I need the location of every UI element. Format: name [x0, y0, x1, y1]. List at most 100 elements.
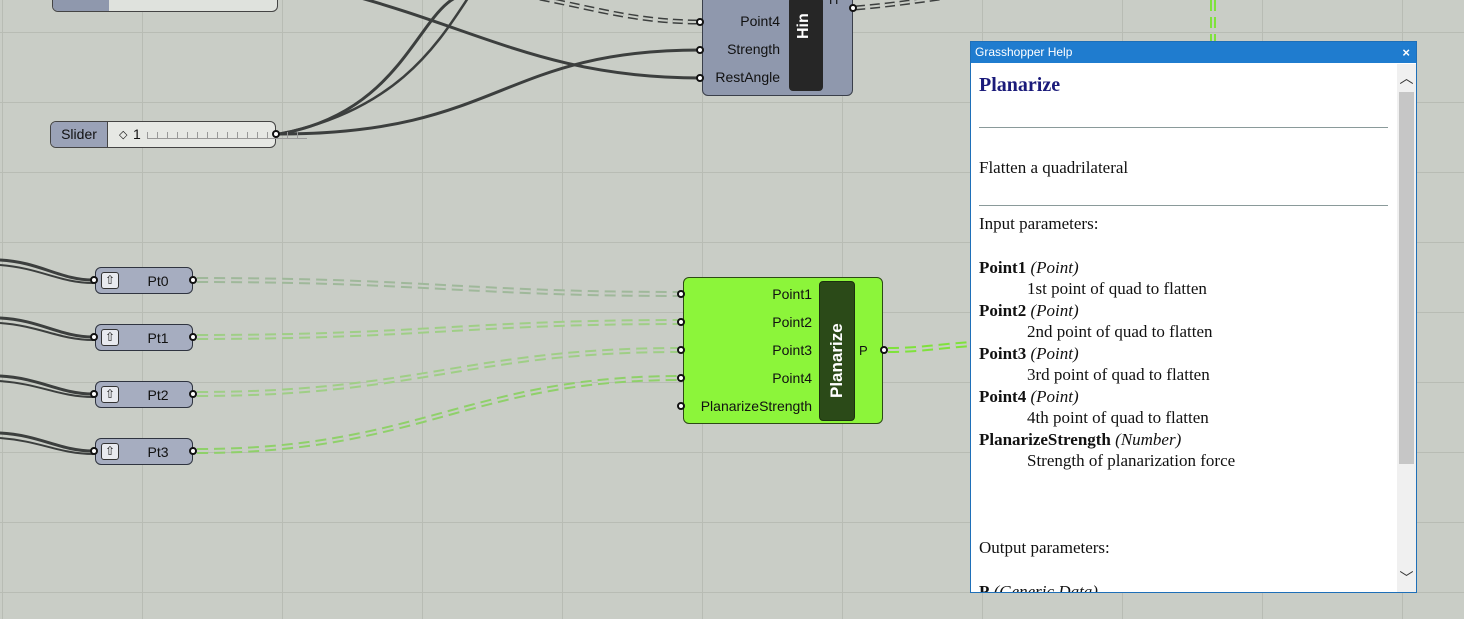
pt1-input-port[interactable] — [90, 333, 98, 341]
param-pt2-label: Pt2 — [147, 387, 169, 403]
hinge-component[interactable]: Point4 Strength RestAngle Hin H — [702, 0, 853, 96]
wire-dashed-point4-inner — [544, 0, 701, 23]
hinge-output-h: H — [829, 0, 838, 7]
planarize-title-bar — [819, 281, 855, 421]
hinge-title-bar — [789, 0, 823, 91]
help-description: Flatten a quadrilateral — [979, 158, 1129, 177]
planarize-input-point4: Point4 — [772, 370, 812, 386]
slider-top-partial[interactable] — [52, 0, 278, 12]
help-titlebar[interactable]: Grasshopper Help × — [971, 42, 1416, 63]
point-param-icon: ⇧ — [101, 386, 119, 403]
input-params-title: Input parameters: — [979, 214, 1099, 233]
output-params-title: Output parameters: — [979, 538, 1110, 557]
param-name: Point2 — [979, 301, 1027, 320]
param-type: (Generic Data) — [993, 582, 1098, 592]
param-name: P — [979, 582, 990, 592]
hinge-input-point4: Point4 — [740, 13, 780, 29]
planarize-input-strength: PlanarizeStrength — [700, 398, 812, 414]
planarize-port-strength[interactable] — [677, 402, 685, 410]
pt2-input-port[interactable] — [90, 390, 98, 398]
planarize-input-point2: Point2 — [772, 314, 812, 330]
wire-dashed-h-inner — [854, 0, 933, 9]
wire-in-pt2b — [0, 380, 94, 398]
pt0-input-port[interactable] — [90, 276, 98, 284]
param-pt0-label: Pt0 — [147, 273, 169, 289]
input-param-point3-desc: 3rd point of quad to flatten — [1027, 365, 1210, 384]
slider-top-cap — [53, 0, 109, 11]
wire-dashed-h — [854, 0, 941, 11]
help-window[interactable]: Grasshopper Help × Planarize Flatten a q… — [970, 41, 1417, 593]
hinge-input-restangle: RestAngle — [715, 69, 780, 85]
hinge-input-strength: Strength — [727, 41, 780, 57]
pt1-output-port[interactable] — [189, 333, 197, 341]
scrollbar-thumb[interactable] — [1399, 92, 1414, 464]
help-heading: Planarize — [979, 74, 1061, 96]
help-content: Planarize Flatten a quadrilateral Input … — [979, 64, 1389, 592]
pt3-output-port[interactable] — [189, 447, 197, 455]
close-icon[interactable]: × — [1402, 45, 1410, 60]
wire-top-strength — [278, 0, 469, 136]
number-slider[interactable]: Slider ◇ 1 — [50, 121, 307, 148]
planarize-component[interactable]: Point1 Point2 Point3 Point4 PlanarizeStr… — [683, 277, 883, 424]
param-type: (Point) — [1030, 344, 1079, 363]
input-param-point2: Point2 (Point) — [979, 301, 1079, 321]
input-param-point2-desc: 2nd point of quad to flatten — [1027, 322, 1213, 341]
wire-in-pt1 — [0, 316, 94, 339]
input-param-point4-desc: 4th point of quad to flatten — [1027, 408, 1209, 427]
planarize-port-point4[interactable] — [677, 374, 685, 382]
slider-label: Slider — [51, 122, 108, 147]
param-name: Point3 — [979, 344, 1027, 363]
param-type: (Point) — [1030, 301, 1079, 320]
param-name: PlanarizeStrength — [979, 430, 1111, 449]
planarize-input-point3: Point3 — [772, 342, 812, 358]
planarize-port-point2[interactable] — [677, 318, 685, 326]
input-param-point4: Point4 (Point) — [979, 387, 1079, 407]
planarize-input-point1: Point1 — [772, 286, 812, 302]
hinge-port-point4[interactable] — [696, 18, 704, 26]
param-pt1[interactable]: ⇧ Pt1 — [95, 324, 193, 351]
param-name: Point4 — [979, 387, 1027, 406]
pt3-input-port[interactable] — [90, 447, 98, 455]
wire-pt3-point4-core — [196, 377, 681, 452]
planarize-output-p: P — [859, 343, 868, 358]
pt0-output-port[interactable] — [189, 276, 197, 284]
wire-p-out-core — [887, 343, 973, 351]
wire-pt1-point2-core — [196, 321, 681, 338]
planarize-port-point1[interactable] — [677, 290, 685, 298]
input-param-strength: PlanarizeStrength (Number) — [979, 430, 1181, 450]
wire-pt3-point4 — [196, 375, 681, 454]
param-pt3[interactable]: ⇧ Pt3 — [95, 438, 193, 465]
param-pt0[interactable]: ⇧ Pt0 — [95, 267, 193, 294]
input-param-point1-desc: 1st point of quad to flatten — [1027, 279, 1207, 298]
hinge-port-strength[interactable] — [696, 46, 704, 54]
slider-track[interactable] — [147, 132, 307, 139]
divider — [979, 205, 1388, 206]
planarize-port-p[interactable] — [880, 346, 888, 354]
slider-grip-icon[interactable]: ◇ — [119, 129, 128, 141]
pt2-output-port[interactable] — [189, 390, 197, 398]
hinge-port-h[interactable] — [849, 4, 857, 12]
param-type: (Number) — [1115, 430, 1182, 449]
chevron-up-icon[interactable]: ︿ — [1399, 70, 1414, 86]
input-param-point3: Point3 (Point) — [979, 344, 1079, 364]
wire-slider-strength — [278, 48, 701, 136]
wire-in-pt0b — [0, 264, 94, 284]
slider-output-port[interactable] — [272, 130, 280, 138]
wire-in-pt0 — [0, 258, 94, 282]
hinge-port-restangle[interactable] — [696, 74, 704, 82]
param-pt3-label: Pt3 — [147, 444, 169, 460]
chevron-down-icon[interactable]: ﹀ — [1399, 570, 1414, 586]
input-param-point1: Point1 (Point) — [979, 258, 1079, 278]
wire-top-restangle — [362, 0, 701, 80]
planarize-port-point3[interactable] — [677, 346, 685, 354]
wire-slider-restangle — [278, 0, 455, 136]
wire-in-pt2 — [0, 374, 94, 396]
input-param-strength-desc: Strength of planarization force — [1027, 451, 1236, 470]
help-scrollbar[interactable]: ︿ ﹀ — [1397, 64, 1416, 592]
param-pt1-label: Pt1 — [147, 330, 169, 346]
param-pt2[interactable]: ⇧ Pt2 — [95, 381, 193, 408]
wire-in-pt3 — [0, 431, 94, 453]
param-name: Point1 — [979, 258, 1027, 277]
